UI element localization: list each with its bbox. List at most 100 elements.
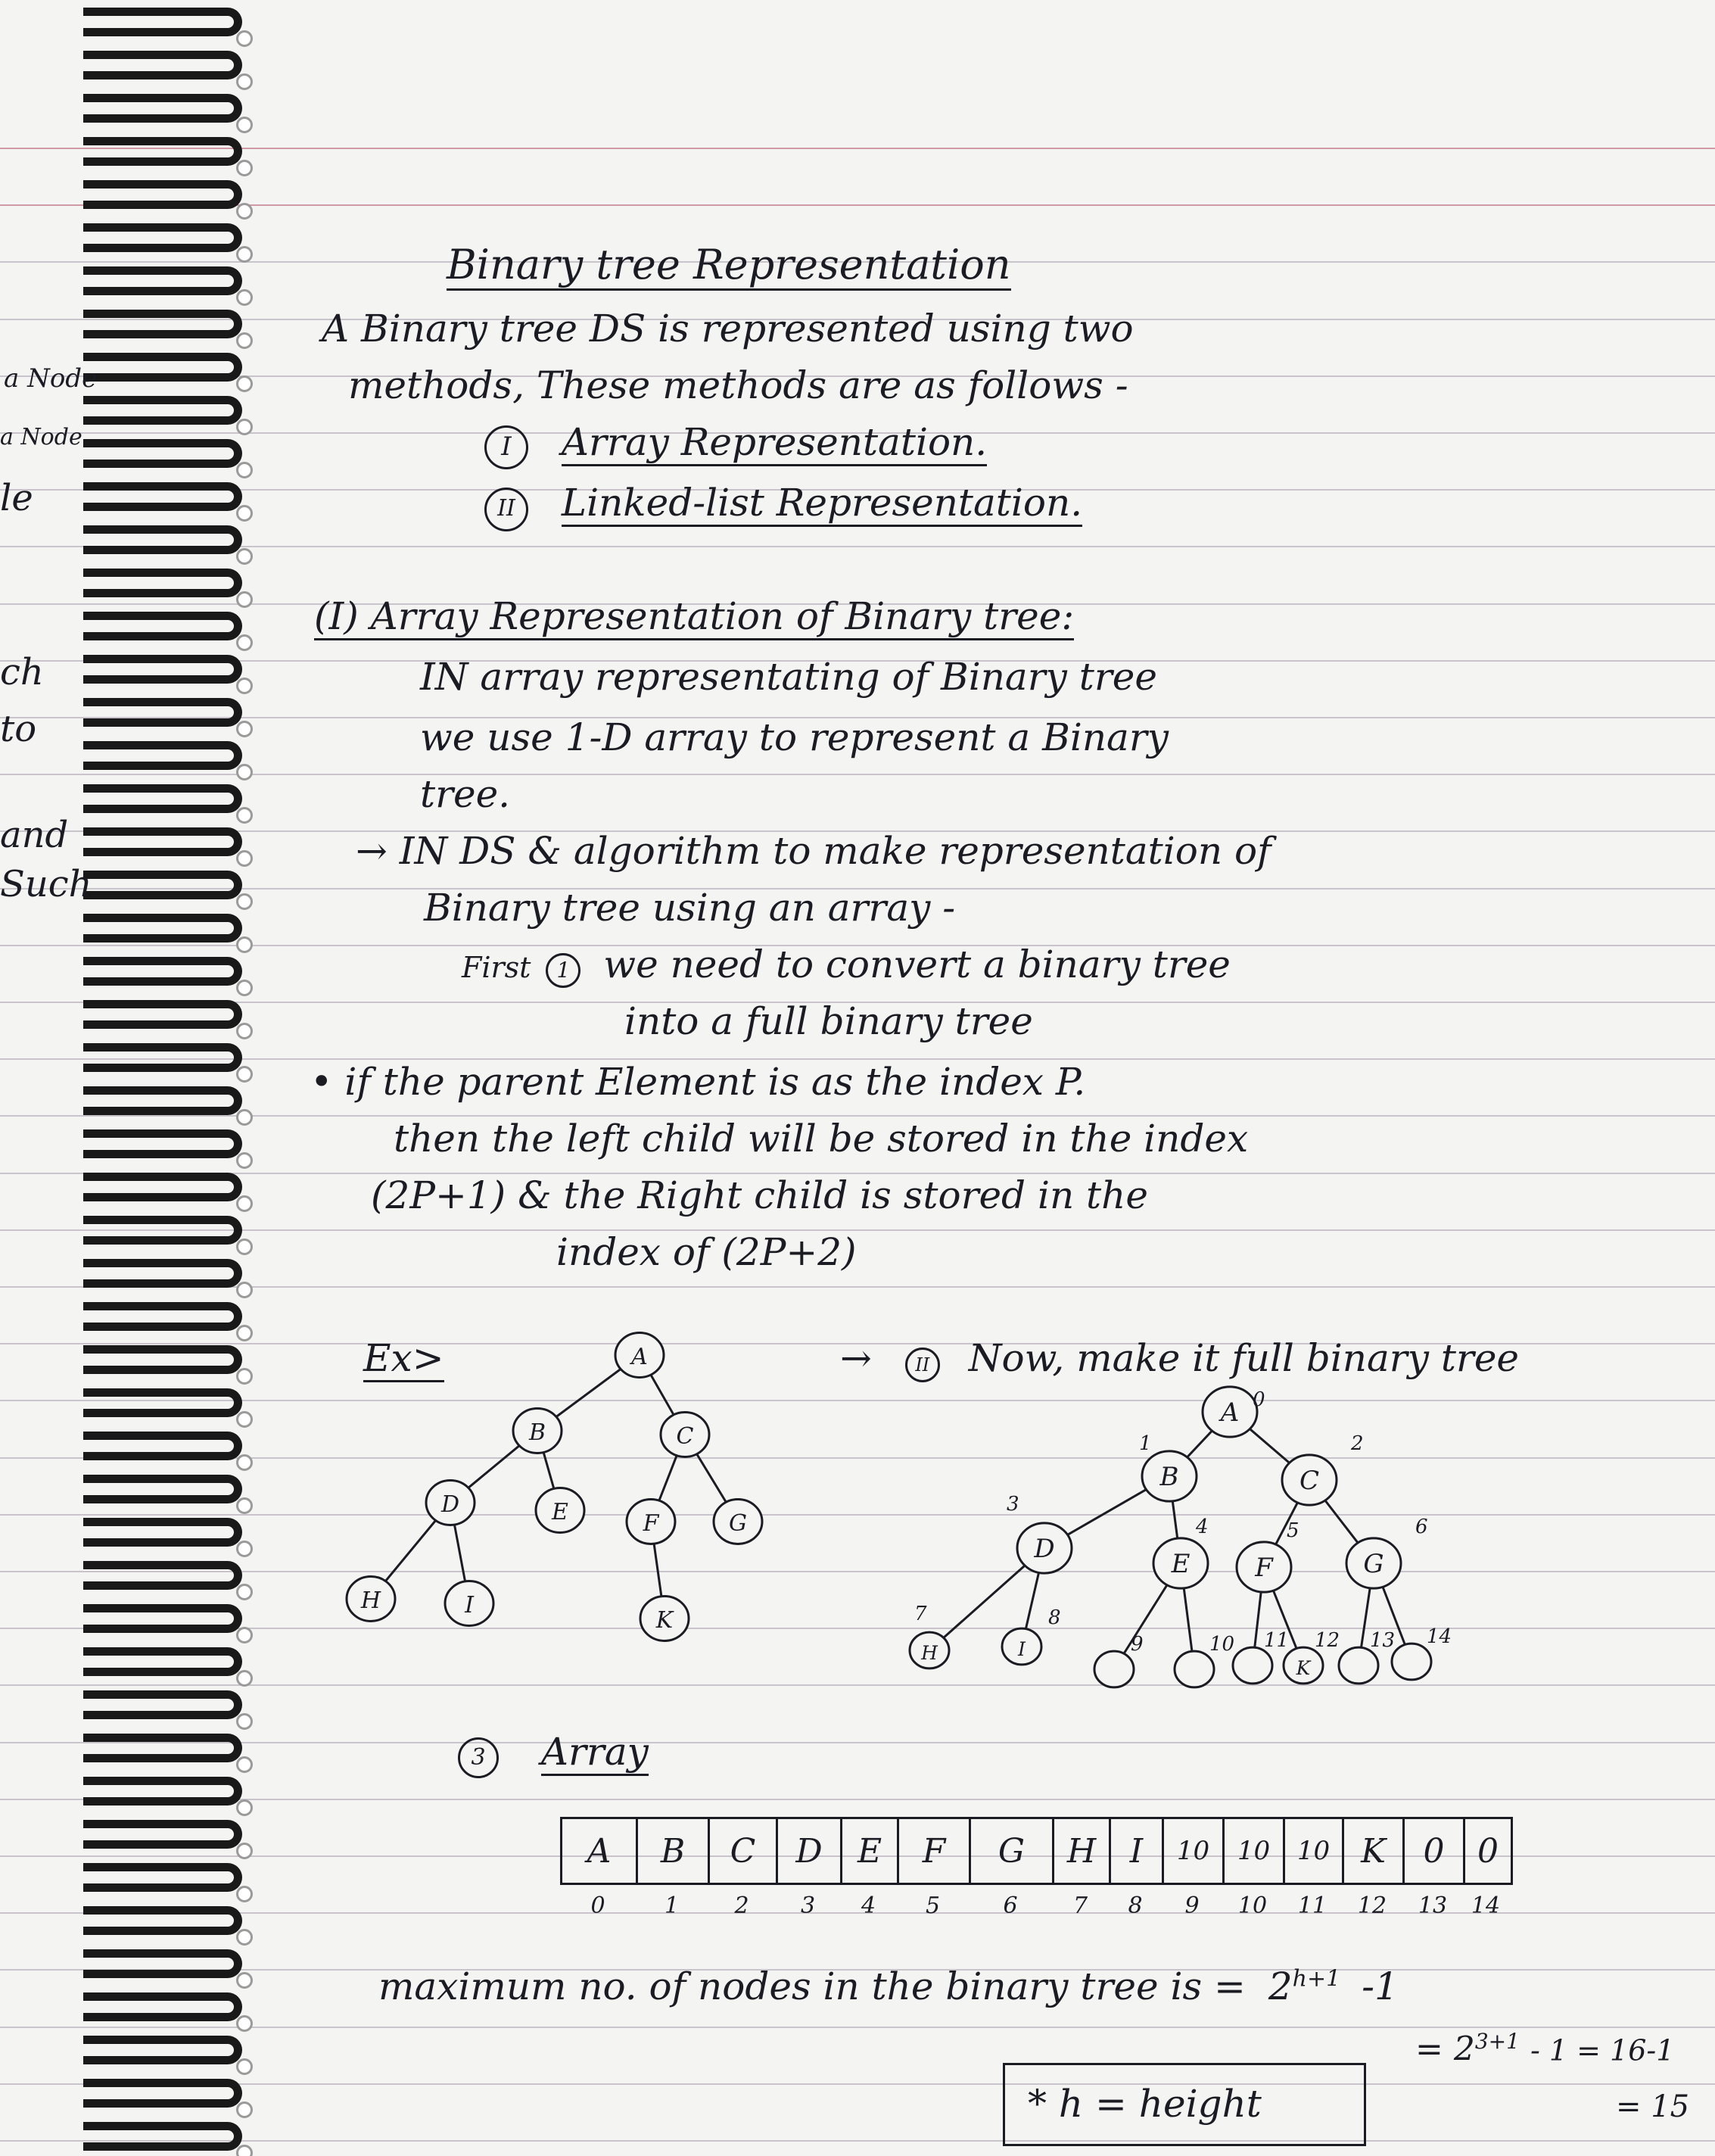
spiral-coil [83,1734,242,1762]
array-index: 11 [1297,1893,1327,1919]
punch-hole [236,678,253,694]
svg-text:E: E [1171,1549,1191,1579]
circled-marker: II [484,488,528,531]
ruled-line [0,660,1715,662]
tree2-node: E [1152,1537,1209,1590]
ruled-line [0,1286,1715,1288]
ruled-line [0,1229,1715,1231]
ruled-line [0,1343,1715,1344]
spiral-coil [83,51,242,79]
spiral-coil [83,1906,242,1935]
ruled-line [0,1457,1715,1459]
svg-text:A: A [1219,1397,1240,1428]
ruled-line [0,1571,1715,1572]
punch-hole [236,1238,253,1255]
node-index-label: 8 [1048,1606,1061,1629]
tree1-node: E [534,1487,586,1534]
ruled-line [0,1002,1715,1003]
spiral-coil [83,914,242,942]
punch-hole [236,289,253,306]
spiral-coil [83,1863,242,1892]
punch-hole [236,634,253,651]
method-item-text: Linked-list Representation. [561,481,1083,527]
spiral-coil [83,1086,242,1115]
punch-hole [236,1411,253,1428]
node-index-label: 5 [1287,1519,1299,1542]
margin-note: to [0,708,37,750]
arrow-line-1: → IN DS & algorithm to make representati… [356,829,1271,873]
calc-text: = 2 [1415,2030,1475,2069]
array-cell: 10 [1164,1819,1225,1883]
section-heading-text: (I) Array Representation of Binary tree: [314,594,1075,640]
punch-hole [236,1497,253,1514]
tree2-node: I [1001,1627,1043,1666]
tree2-node [1231,1646,1274,1685]
punch-hole [236,893,253,910]
spiral-coil [83,2036,242,2064]
array-index: 10 [1237,1893,1268,1919]
spiral-coil [83,741,242,770]
punch-hole [236,1066,253,1083]
ruled-line [0,830,1715,832]
ruled-line [0,945,1715,946]
spiral-coil [83,439,242,468]
calc-exponent: 3+1 [1474,2029,1520,2054]
spiral-coil [83,1604,242,1633]
spiral-coil [83,1820,242,1849]
ruled-line [0,546,1715,547]
ruled-line [0,1855,1715,1857]
ruled-line [0,1514,1715,1516]
punch-hole [236,721,253,737]
formula-tail: -1 [1362,1964,1399,2008]
tree1-node: I [444,1580,495,1627]
node-index-label: 13 [1370,1629,1395,1652]
punch-hole [236,1023,253,1039]
spiral-coil [83,137,242,166]
arrow-line-2: Binary tree using an array - [424,886,956,930]
section-heading: (I) Array Representation of Binary tree: [314,594,1075,640]
punch-hole [236,1454,253,1471]
ruled-line [0,261,1715,263]
spiral-coil [83,223,242,252]
intro-line-2: methods, These methods are as follows - [348,363,1128,407]
height-note-box: * h = height [1003,2063,1366,2146]
ruled-line [0,204,1715,206]
punch-hole [236,2101,253,2118]
punch-hole [236,1713,253,1730]
spiral-coil [83,310,242,338]
punch-hole [236,117,253,133]
tree2-node [1173,1650,1215,1689]
ruled-line [0,1742,1715,1743]
example-label: Ex> [363,1336,444,1382]
spiral-coil [83,784,242,813]
array-label: Array [540,1730,649,1776]
svg-text:B: B [528,1419,546,1446]
spiral-coil [83,1388,242,1417]
bullet-line-1: • if the parent Element is as the index … [310,1060,1086,1104]
tree1-node: K [639,1595,690,1642]
ruled-line [0,1058,1715,1060]
spiral-coil [83,396,242,425]
intro-line-1: A Binary tree DS is represented using tw… [322,307,1134,351]
spiral-coil [83,655,242,684]
tree2-node: C [1281,1453,1338,1506]
spiral-coil [83,353,242,382]
punch-hole [236,2058,253,2075]
array-cell: H [1054,1819,1111,1883]
ruled-line [0,2140,1715,2142]
svg-text:H: H [360,1587,381,1614]
ruled-line [0,1115,1715,1117]
array-cell: K [1344,1819,1405,1883]
arrow-icon: → [840,1336,872,1380]
spiral-coil [83,1043,242,1072]
spiral-coil [83,1949,242,1978]
array-index: 9 [1184,1893,1200,1919]
tree2-node: H [908,1631,951,1670]
formula-exponent: h+1 [1292,1965,1341,1992]
svg-text:B: B [1159,1462,1179,1492]
page-title-text: Binary tree Representation [447,241,1011,291]
first-step-line: First 1 we need to convert a binary tree [462,942,1231,988]
bullet-line-2: then the left child will be stored in th… [394,1117,1249,1161]
height-note-text: * h = height [1028,2082,1262,2126]
